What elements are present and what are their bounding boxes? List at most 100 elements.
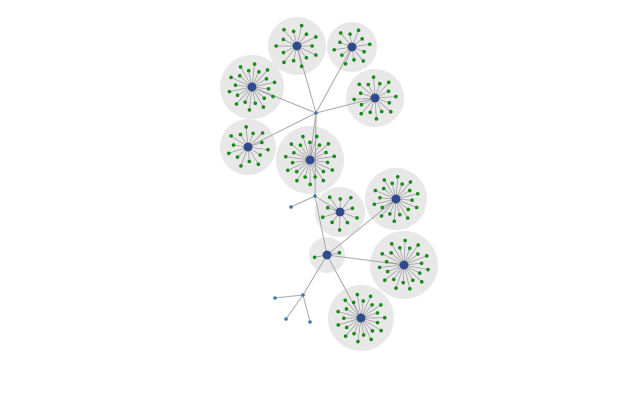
leaf-node (366, 82, 371, 87)
cluster-hub-node (247, 82, 257, 92)
leaf-node (336, 323, 341, 327)
leaf-node (290, 160, 295, 165)
leaf-node (352, 97, 356, 102)
leaf-node (379, 303, 383, 307)
graph-edge (314, 195, 341, 213)
leaf-node (348, 32, 352, 36)
graph-edges (247, 45, 405, 323)
leaf-node (379, 328, 383, 333)
graph-edge (290, 195, 316, 208)
leaf-node (344, 307, 349, 311)
leaf-node (375, 320, 380, 325)
leaf-node (298, 143, 303, 147)
leaf-node (344, 325, 349, 330)
leaf-node (385, 269, 390, 274)
leaf-node (321, 169, 326, 174)
leaf-node (378, 81, 382, 86)
leaf-node (247, 159, 252, 164)
leaf-node (261, 105, 266, 109)
leaf-node (314, 134, 319, 139)
leaf-node (410, 198, 414, 203)
leaf-node (340, 53, 344, 57)
leaf-node (387, 101, 392, 105)
leaf-node (321, 178, 326, 183)
leaf-node (308, 182, 312, 187)
leaf-node (304, 55, 309, 60)
leaf-node (327, 195, 332, 200)
leaf-node (355, 216, 359, 220)
leaf-node (308, 140, 312, 145)
leaf-node (374, 117, 379, 121)
leaf-node (229, 75, 233, 80)
leaf-node (350, 206, 355, 211)
leaf-node (227, 151, 231, 156)
graph-edge (326, 198, 397, 256)
leaf-node (343, 298, 348, 303)
leaf-node (291, 29, 296, 34)
leaf-node (324, 150, 328, 155)
leaf-node (391, 277, 396, 282)
leaf-node (373, 188, 378, 193)
leaf-node (372, 202, 377, 207)
leaf-node (252, 62, 257, 66)
leaf-node (338, 31, 343, 35)
leaf-node (380, 205, 385, 210)
leaf-node (272, 80, 277, 85)
leaf-node (382, 315, 387, 320)
leaf-node (401, 280, 405, 285)
leaf-node (388, 212, 392, 216)
leaf-node (299, 64, 304, 69)
leaf-node (405, 216, 410, 220)
leaf-node (352, 58, 356, 62)
leaf-node (342, 316, 346, 321)
leaf-node (330, 168, 335, 172)
leaf-node (233, 83, 238, 87)
leaf-node (285, 168, 290, 173)
junction-node (308, 320, 312, 324)
leaf-node (408, 286, 412, 291)
leaf-node (257, 70, 261, 74)
leaf-node (358, 91, 363, 95)
leaf-node (370, 329, 375, 333)
leaf-node (337, 228, 342, 232)
leaf-node (378, 195, 382, 200)
leaf-node (314, 53, 318, 57)
leaf-node (370, 303, 374, 307)
leaf-node (375, 311, 380, 315)
leaf-node (314, 35, 318, 39)
leaf-node (349, 195, 353, 200)
leaf-node (336, 309, 340, 314)
leaf-node (304, 32, 309, 37)
leaf-node (251, 131, 255, 136)
leaf-node (416, 252, 420, 256)
leaf-node (408, 180, 413, 184)
junction-node (314, 111, 318, 115)
leaf-node (386, 80, 391, 85)
junction-node (301, 293, 305, 297)
junction-node (284, 317, 288, 321)
leaf-node (317, 143, 322, 147)
leaf-node (301, 134, 305, 139)
leaf-node (260, 140, 264, 145)
cluster-hub-node (292, 41, 302, 51)
leaf-node (291, 58, 296, 63)
leaf-node (262, 96, 267, 101)
leaf-node (407, 188, 412, 193)
leaf-node (394, 286, 398, 290)
leaf-node (281, 37, 286, 42)
leaf-node (416, 243, 420, 247)
leaf-node (389, 251, 393, 255)
leaf-node (292, 150, 296, 155)
leaf-node (359, 102, 364, 107)
leaf-node (379, 109, 384, 114)
leaf-node (367, 42, 372, 47)
graph-edge (309, 112, 317, 161)
leaf-node (403, 238, 407, 243)
leaf-node (368, 294, 373, 299)
leaf-node (419, 280, 424, 284)
graph-edge (285, 294, 304, 320)
leaf-node (330, 220, 334, 225)
leaf-node (227, 89, 232, 94)
leaf-node (313, 175, 317, 179)
